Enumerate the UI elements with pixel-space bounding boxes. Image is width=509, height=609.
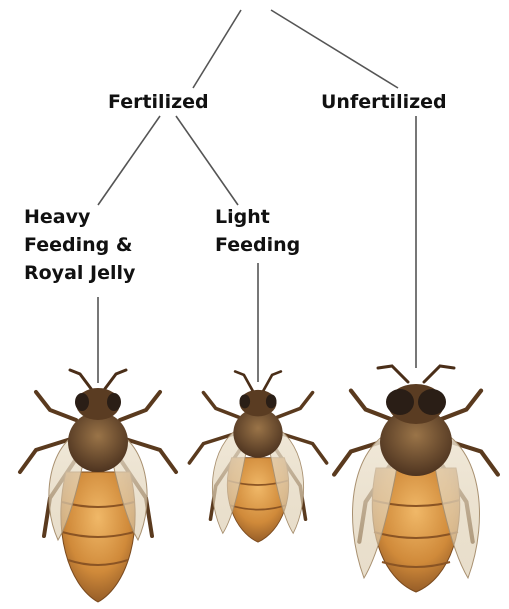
label-unfertilized: Unfertilized <box>321 91 447 113</box>
line-fertilized-light <box>176 116 238 205</box>
connector-lines <box>98 10 416 383</box>
queen-bee-icon <box>20 370 176 602</box>
label-fertilized: Fertilized <box>108 91 209 113</box>
label-heavy-feeding-line1: Heavy <box>24 206 91 228</box>
line-fertilized-heavy <box>98 116 160 205</box>
label-light-feeding-line1: Light <box>215 206 270 228</box>
drone-bee-icon <box>334 366 498 592</box>
worker-bee-icon <box>189 371 326 542</box>
label-light-feeding-line2: Feeding <box>215 234 300 256</box>
line-root-unfertilized <box>271 10 398 88</box>
label-heavy-feeding-line2: Feeding & <box>24 234 132 256</box>
line-root-fertilized <box>193 10 241 88</box>
label-heavy-feeding-line3: Royal Jelly <box>24 262 136 284</box>
